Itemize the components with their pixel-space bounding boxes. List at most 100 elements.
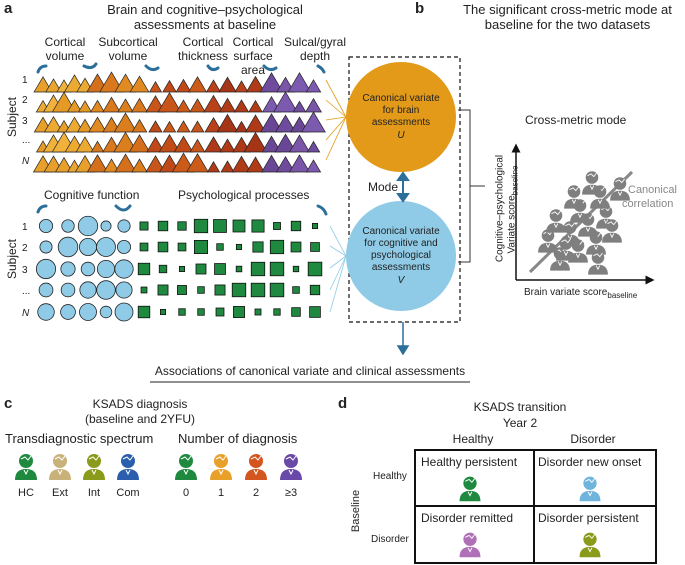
- brain-triangle: [130, 97, 149, 113]
- psych-square: [157, 284, 169, 296]
- person-icon: [459, 476, 481, 502]
- mode-label: Mode: [368, 180, 399, 194]
- scatter-person: [588, 251, 608, 275]
- panel-b-title-line2: baseline for the two datasets: [484, 17, 651, 32]
- cog-row-label: N: [22, 308, 30, 319]
- brain-category-4-line1: Cortical: [232, 35, 274, 49]
- scatter-person: [610, 177, 630, 201]
- number-title: Number of diagnosis: [178, 431, 298, 446]
- brain-triangle: [218, 97, 237, 113]
- cognitive-circle: [35, 258, 57, 280]
- number-label: 2: [252, 487, 260, 499]
- spectrum-title: Transdiagnostic spectrum: [5, 431, 154, 446]
- brain-variate-symbol: U: [397, 130, 405, 141]
- cognitive-circle: [96, 280, 116, 300]
- psych-square: [178, 308, 186, 316]
- brain-triangle: [157, 91, 182, 113]
- cognitive-circle: [117, 240, 131, 254]
- annotation-line2: correlation: [622, 198, 674, 210]
- col-header-disorder: Disorder: [570, 432, 616, 446]
- psych-square: [291, 307, 301, 317]
- brain-category-4-line3: area: [240, 63, 266, 77]
- brain-category-5-line1: Sulcal/gyral: [283, 35, 347, 49]
- brain-variate-line1: Canonical variate: [362, 93, 440, 104]
- person-icon: [280, 454, 302, 480]
- panel-b-chart-title: Cross-metric mode: [525, 113, 627, 127]
- psych-square: [231, 282, 247, 298]
- brain-triangle: [65, 116, 84, 133]
- psych-square: [273, 222, 281, 230]
- brain-triangle: [102, 116, 121, 133]
- scatter-person: [564, 185, 584, 209]
- brain-category-5-line2: depth: [299, 49, 331, 63]
- brain-triangle: [45, 78, 62, 93]
- mode-double-arrow: [396, 171, 410, 203]
- psych-square: [213, 219, 227, 233]
- brain-category-2-line1: Subcortical: [98, 35, 158, 49]
- psych-square: [250, 261, 266, 277]
- psych-square: [177, 221, 187, 231]
- cognitive-circle: [114, 302, 134, 322]
- brain-triangle: [173, 135, 194, 153]
- psych-square: [232, 219, 246, 233]
- brain-row-label: N: [22, 156, 30, 167]
- cognitive-circle: [38, 282, 54, 298]
- brain-triangle: [54, 156, 74, 173]
- psych-square: [195, 263, 207, 275]
- brain-triangle: [176, 120, 191, 133]
- brain-triangle: [204, 136, 223, 153]
- cognitive-circle: [60, 282, 76, 298]
- brain-category-3-line2: thickness: [177, 49, 229, 63]
- psych-square: [177, 242, 187, 252]
- brain-triangle: [261, 135, 282, 153]
- panel-c-letter: c: [4, 395, 13, 412]
- brain-triangle: [77, 100, 93, 113]
- cog-row-label: ...: [22, 286, 31, 297]
- psych-square: [290, 220, 302, 232]
- psych-square: [250, 282, 266, 298]
- number-label: 1: [217, 487, 225, 499]
- brain-triangle-grid: [32, 71, 326, 173]
- panel-c-title-line1: KSADS diagnosis: [92, 397, 188, 411]
- person-icon: [245, 454, 267, 480]
- cog-variate-line3: psychological: [370, 250, 432, 261]
- cognitive-circle: [117, 219, 131, 233]
- brain-triangle: [51, 91, 77, 113]
- brain-triangle: [175, 78, 192, 93]
- panel-a-title-line1: Brain and cognitive–psychological: [107, 2, 303, 17]
- brain-triangle: [189, 98, 206, 113]
- brain-variate-line3: assessments: [371, 117, 431, 128]
- brain-triangle: [158, 154, 181, 173]
- brain-triangle: [274, 114, 297, 133]
- year-label: Year 2: [502, 416, 538, 430]
- psych-square: [197, 308, 205, 316]
- psych-square: [193, 218, 209, 234]
- brain-triangle: [203, 94, 224, 113]
- brain-triangle: [216, 113, 239, 133]
- psych-square: [233, 306, 245, 318]
- person-icon: [117, 454, 139, 480]
- brain-category-4-line2: surface: [233, 49, 273, 63]
- brain-triangle: [275, 155, 296, 173]
- psych-square: [309, 306, 321, 318]
- psych-square: [292, 265, 300, 273]
- psych-square: [252, 241, 264, 253]
- psych-square: [215, 307, 225, 317]
- cognitive-grid: [35, 215, 323, 322]
- brain-triangle: [145, 155, 166, 173]
- people-scatter: [538, 171, 630, 275]
- psych-square: [290, 241, 302, 253]
- brain-triangle: [231, 155, 252, 173]
- brain-triangle: [146, 136, 165, 153]
- scatter-person: [582, 171, 602, 195]
- psych-square: [269, 282, 285, 298]
- cognitive-circle: [100, 220, 112, 232]
- person-icon: [49, 454, 71, 480]
- brain-triangle: [175, 99, 192, 113]
- brain-triangle: [306, 140, 321, 153]
- cognitive-circle: [114, 259, 134, 279]
- psych-square: [273, 308, 281, 316]
- brain-row-label: ...: [22, 135, 31, 146]
- brain-triangle: [129, 75, 150, 93]
